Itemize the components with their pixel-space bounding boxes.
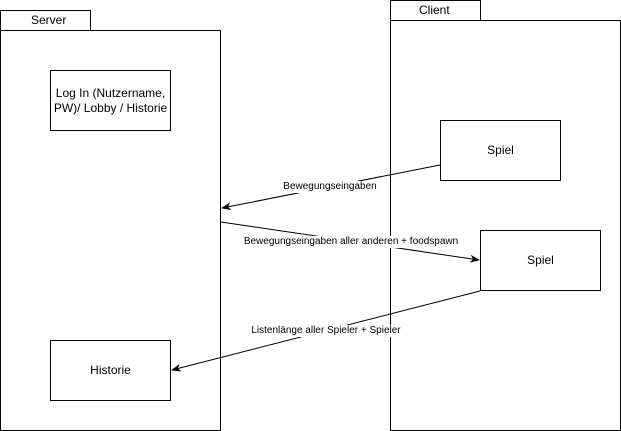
client-package-tab: Client — [390, 0, 481, 21]
client-title: Client — [419, 3, 450, 17]
history-label: Historie — [90, 363, 131, 377]
game-box-bottom-label: Spiel — [527, 253, 554, 267]
login-lobby-history-label: Log In (Nutzername, PW)/ Lobby / Histori… — [53, 85, 168, 115]
game-box-top: Spiel — [440, 120, 561, 181]
client-package — [390, 20, 621, 431]
label-client-to-server-listlength: Listenlänge aller Spieler + Spieler — [250, 325, 402, 337]
game-box-bottom: Spiel — [480, 230, 601, 291]
label-server-to-client-moves: Bewegungseingaben aller anderen + foodsp… — [242, 236, 460, 248]
label-client-to-server-moves: Bewegungseingaben — [282, 181, 378, 193]
server-title: Server — [31, 13, 67, 27]
login-lobby-history-box: Log In (Nutzername, PW)/ Lobby / Histori… — [50, 70, 171, 131]
game-box-top-label: Spiel — [487, 143, 514, 157]
history-box: Historie — [50, 340, 171, 401]
